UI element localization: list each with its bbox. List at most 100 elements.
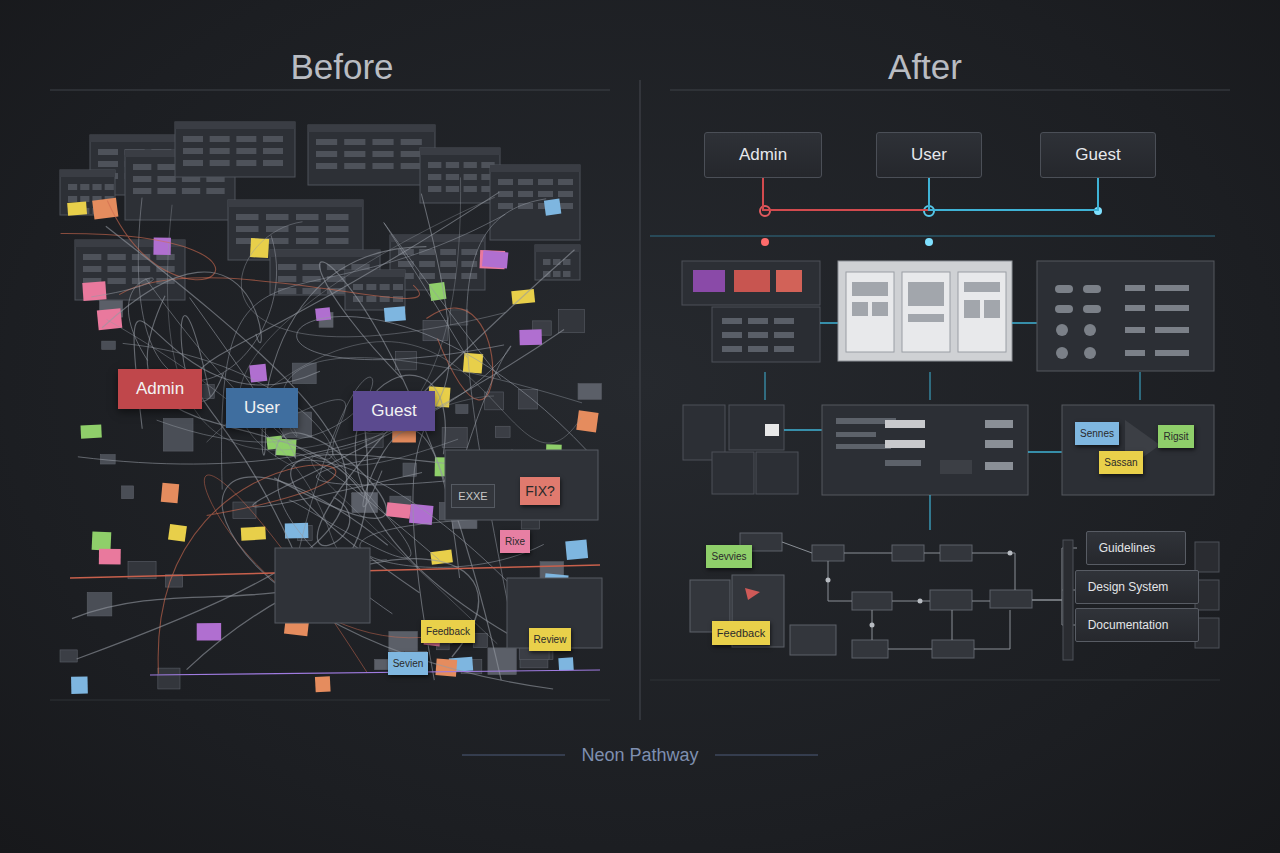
- decor-shape: [380, 284, 390, 290]
- decor-shape: [836, 432, 876, 437]
- decor-shape: [464, 162, 477, 168]
- decor-shape: [99, 549, 121, 565]
- decor-shape: [940, 460, 972, 474]
- decor-shape: [734, 270, 770, 292]
- decor-shape: [236, 160, 256, 166]
- decor-shape: [461, 273, 477, 279]
- decor-shape: [102, 272, 261, 343]
- decor-shape: [715, 755, 818, 756]
- node-text: Rigsit: [1163, 431, 1188, 442]
- node-text: User: [244, 398, 280, 418]
- decor-shape: [490, 165, 580, 240]
- decor-shape: [270, 250, 380, 257]
- decor-shape: [83, 254, 101, 260]
- decor-shape: [495, 426, 510, 437]
- decor-shape: [440, 261, 456, 267]
- note-node: Sevvies: [706, 545, 751, 568]
- node-text: User: [911, 145, 947, 165]
- decor-shape: [372, 151, 393, 157]
- doc-node: Documentation: [1075, 608, 1200, 642]
- node-text: Design System: [1088, 580, 1169, 594]
- decor-shape: [908, 282, 944, 306]
- decor-shape: [61, 200, 216, 279]
- decor-shape: [316, 163, 337, 169]
- decor-shape: [870, 623, 875, 628]
- decor-shape: [372, 163, 393, 169]
- decor-shape: [682, 261, 820, 305]
- decor-shape: [836, 418, 1013, 474]
- decor-shape: [985, 420, 1013, 428]
- decor-shape: [1012, 322, 1037, 324]
- decor-shape: [82, 281, 106, 301]
- node-text: Guidelines: [1099, 541, 1156, 555]
- decor-shape: [776, 270, 802, 292]
- node-text: Admin: [136, 379, 184, 399]
- note-node: Feedback: [421, 620, 475, 643]
- section-heading: Before: [290, 47, 393, 87]
- decor-shape: [80, 184, 89, 190]
- node-text: Sevien: [393, 658, 424, 669]
- decor-shape: [344, 139, 365, 145]
- section-heading: After: [888, 47, 962, 87]
- decor-shape: [156, 254, 174, 260]
- decor-shape: [990, 590, 1032, 608]
- decor-shape: [420, 148, 500, 155]
- decor-shape: [107, 254, 125, 260]
- decor-shape: [263, 160, 283, 166]
- decor-shape: [401, 151, 422, 157]
- decor-shape: [297, 316, 588, 451]
- decor-shape: [670, 90, 1230, 91]
- decor-shape: [519, 389, 538, 409]
- decor-shape: [107, 320, 387, 561]
- decor-shape: [345, 270, 405, 310]
- decor-shape: [197, 623, 221, 640]
- decor-shape: [748, 318, 768, 324]
- decor-shape: [559, 310, 585, 333]
- decor-shape: [826, 578, 831, 583]
- decor-shape: [182, 188, 200, 194]
- decor-shape: [302, 264, 320, 270]
- node-text: Review: [534, 634, 567, 645]
- decor-shape: [690, 533, 1032, 658]
- decor-shape: [838, 261, 1012, 361]
- node-text: EXXE: [458, 490, 487, 502]
- decor-shape: [456, 405, 468, 414]
- decor-shape: [563, 259, 571, 265]
- decor-shape: [326, 238, 349, 244]
- decor-shape: [133, 188, 151, 194]
- note-node: Rixe: [500, 530, 530, 553]
- decor-shape: [119, 278, 419, 299]
- decor-shape: [250, 238, 269, 258]
- decor-shape: [765, 372, 766, 400]
- decor-shape: [774, 346, 794, 352]
- decor-shape: [60, 122, 602, 694]
- decor-shape: [445, 450, 598, 520]
- decor-shape: [401, 139, 422, 145]
- decor-shape: [157, 176, 175, 182]
- decor-shape: [650, 236, 1215, 237]
- decor-shape: [163, 418, 193, 451]
- decor-shape: [722, 318, 794, 352]
- decor-shape: [167, 205, 494, 450]
- note-node: Review: [529, 628, 572, 651]
- decor-shape: [1028, 451, 1062, 452]
- decor-shape: [1155, 305, 1189, 311]
- decor-shape: [302, 288, 320, 294]
- decor-shape: [507, 578, 602, 648]
- decor-shape: [236, 136, 256, 142]
- decor-shape: [852, 640, 888, 658]
- decor-shape: [316, 151, 337, 157]
- decor-shape: [165, 575, 182, 587]
- decor-shape: [1195, 542, 1219, 572]
- decor-shape: [885, 460, 921, 466]
- decor-shape: [519, 329, 542, 345]
- decor-shape: [175, 122, 295, 129]
- decor-shape: [275, 548, 370, 623]
- decor-shape: [428, 174, 441, 180]
- decor-shape: [241, 222, 505, 337]
- decor-shape: [263, 148, 283, 154]
- note-node: Sassan: [1099, 451, 1142, 474]
- decor-shape: [774, 332, 794, 338]
- decor-shape: [985, 440, 1013, 448]
